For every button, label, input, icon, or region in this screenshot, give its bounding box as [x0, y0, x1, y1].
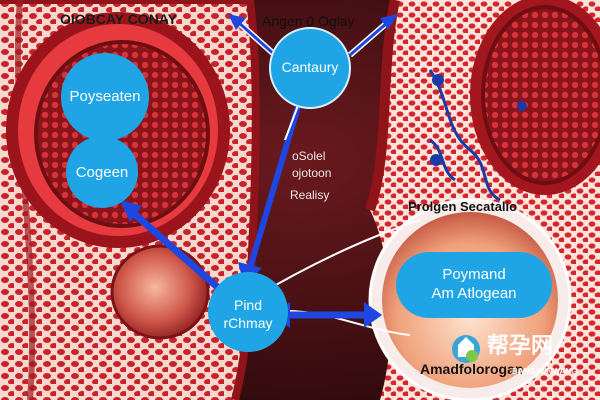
bubble-pind	[208, 272, 288, 352]
center-text-1: oSolel	[292, 149, 326, 163]
bubble-pind-label-2: rChmay	[223, 315, 273, 331]
center-text-2: ojotoon	[292, 166, 332, 180]
pill-label-1: Poymand	[442, 266, 506, 283]
center-text-3: Realisy	[290, 188, 330, 202]
bangyun-logo-icon	[452, 335, 480, 363]
watermark-en: BANGYUNWANG	[512, 367, 578, 376]
label-bottom-right: Amadfolorogan	[420, 361, 524, 377]
bubble-poyseaten	[61, 53, 149, 141]
label-top-left: OIOBCAY CONAY	[60, 11, 177, 27]
right-circle-title: Prolgen Secatalio	[408, 199, 518, 214]
pill-label-2: Am Atlogean	[431, 285, 517, 302]
watermark-cn: 帮孕网	[487, 333, 554, 358]
bubble-cantaury-label: Cantaury	[281, 59, 339, 75]
bubble-poyseaten-label: Poyseaten	[69, 88, 141, 105]
bubble-cogeen	[66, 136, 138, 208]
bubble-pind-label-1: Pind	[233, 297, 263, 313]
arrow-top-left	[228, 14, 277, 58]
arrow-top-right	[348, 14, 398, 58]
pill-poymand	[396, 252, 552, 318]
label-top-center: Angen 0 Oglay	[262, 13, 355, 29]
bubble-cantaury	[269, 27, 351, 109]
bubble-cogeen-label: Cogeen	[75, 164, 129, 181]
